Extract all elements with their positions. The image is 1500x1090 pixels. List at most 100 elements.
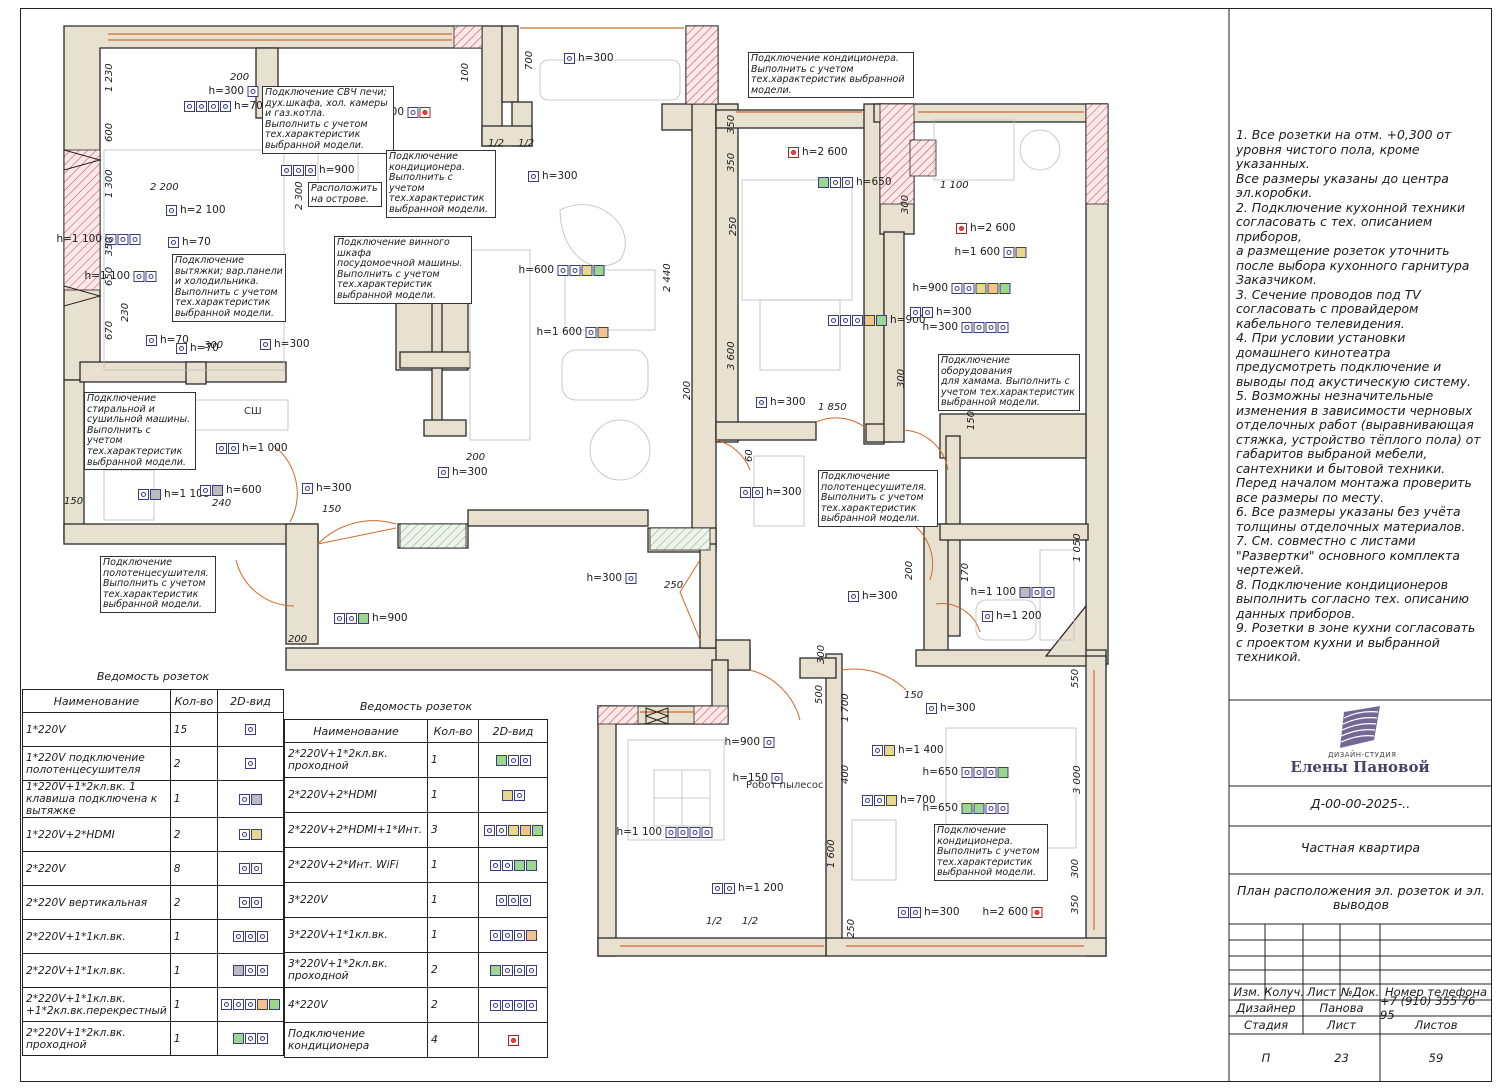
dimension-label: 200 — [230, 72, 250, 83]
socket-symbol-icon — [564, 52, 575, 64]
height-label: h=650 — [922, 802, 959, 814]
height-label: h=900 — [372, 612, 408, 624]
socket-cell-icon — [564, 52, 575, 64]
socket-cell-icon — [221, 999, 232, 1010]
height-label: h=700 — [900, 794, 936, 806]
legend-qty: 8 — [169, 851, 219, 886]
dimension-label: 150 — [64, 496, 84, 507]
legend-2d-view — [478, 812, 548, 848]
note-line: 1. Все розетки на отм. +0,300 от уровня … — [1236, 127, 1452, 171]
socket-cell-icon — [239, 863, 250, 874]
socket-cell-icon — [501, 859, 513, 871]
socket-symbol-icon — [872, 744, 895, 756]
socket-cell-icon — [501, 999, 513, 1011]
legend-qty: 1 — [427, 742, 479, 778]
socket-symbol-icon — [961, 321, 1008, 333]
socket-symbol-icon — [763, 736, 774, 748]
height-label: h=300 — [862, 590, 898, 602]
legend-header: 2D-вид — [478, 719, 548, 743]
socket-cell-icon — [513, 859, 525, 871]
callout-line: тех.характеристик — [389, 193, 485, 205]
socket-cell-icon — [922, 306, 933, 318]
phone-number: +7 (910) 355 76 95 — [1380, 994, 1476, 1022]
callout-box: Подключение кондиционера.Выполнить с уче… — [748, 52, 914, 99]
socket-group: h=1 100 — [616, 826, 712, 838]
height-label: h=600 — [226, 484, 262, 496]
height-label: h=300 — [452, 466, 488, 478]
socket-symbol-icon — [239, 863, 262, 874]
dimension-label: 1 850 — [818, 402, 847, 413]
callout-line: выбранной модели. — [389, 203, 488, 215]
socket-symbol-icon — [1019, 586, 1054, 598]
socket-cell-icon — [999, 282, 1010, 294]
socket-group: h=1 400 — [872, 744, 944, 756]
socket-symbol-icon — [239, 793, 262, 805]
studio-logo: ДИЗАЙН-СТУДИЯ Елены Пановой — [1232, 700, 1488, 782]
legend-2d-view — [217, 780, 284, 818]
designer-label: Дизайнер — [1236, 1001, 1296, 1015]
callout-line: тех.характеристик — [937, 856, 1033, 868]
socket-cell-icon — [257, 965, 268, 976]
socket-cell-icon — [973, 766, 984, 778]
socket-symbol-icon — [961, 766, 1008, 778]
socket-cell-icon — [771, 772, 782, 784]
legend-2d-view — [478, 1022, 548, 1058]
socket-cell-icon — [251, 897, 262, 908]
socket-symbol-icon — [771, 772, 782, 784]
legend-qty: 1 — [427, 777, 479, 813]
socket-cell-icon — [818, 176, 829, 188]
socket-group: h=1 100 — [138, 488, 210, 500]
socket-group: h=1 600 — [536, 326, 608, 338]
socket-cell-icon — [712, 882, 723, 894]
socket-cell-icon — [117, 233, 128, 245]
height-label: h=1 200 — [996, 610, 1042, 622]
project-name: Частная квартира — [1300, 840, 1421, 855]
callout-line: тех.характеристик — [265, 129, 361, 141]
socket-symbol-icon — [184, 100, 231, 112]
legend-caption: Ведомость розеток — [96, 669, 210, 683]
callout-line: Подключение — [389, 151, 459, 162]
socket-cell-icon — [830, 176, 841, 188]
socket-cell-icon — [519, 754, 531, 766]
socket-cell-icon — [150, 488, 161, 500]
socket-cell-icon — [1043, 586, 1054, 598]
socket-cell-icon — [852, 314, 863, 326]
height-label: h=300 — [578, 52, 614, 64]
socket-symbol-icon — [200, 484, 223, 496]
legend-qty: 2 — [169, 746, 219, 781]
callout-line: Выполнить с учетом — [265, 118, 368, 130]
socket-cell-icon — [105, 233, 116, 245]
note-line: а размещение розеток уточнить после выбо… — [1236, 243, 1470, 287]
socket-cell-icon — [677, 826, 688, 838]
general-notes: 1. Все розетки на отм. +0,300 от уровня … — [1236, 127, 1481, 665]
height-label: h=1 400 — [898, 744, 944, 756]
legend-name: 2*220V+1*1кл.вк. — [22, 919, 171, 954]
socket-symbol-icon — [146, 334, 157, 346]
legend-qty: 15 — [169, 712, 219, 747]
socket-cell-icon — [973, 802, 984, 814]
socket-group: h=1 100 — [84, 270, 156, 282]
legend-qty: 2 — [169, 885, 219, 920]
legend-row: 2*220V+1*1кл.вк.1 — [22, 953, 284, 988]
height-label: h=2 600 — [970, 222, 1016, 234]
legend-2d-view — [217, 1021, 284, 1056]
callout-line: тех.характеристик — [87, 445, 183, 457]
socket-cell-icon — [569, 264, 580, 276]
socket-cell-icon — [239, 829, 250, 840]
socket-cell-icon — [302, 482, 313, 494]
callout-line: выбранной модели. — [821, 513, 920, 525]
dimension-label: 1/2 — [518, 138, 535, 149]
socket-cell-icon — [247, 85, 258, 97]
callout-line: выбранной модели. — [175, 307, 274, 319]
legend-name: 2*220V+2*HDMI+1*Инт. — [284, 812, 428, 848]
note-line: 9. Розетки в зоне кухни согласовать с пр… — [1236, 620, 1476, 664]
socket-symbol-icon — [168, 236, 179, 248]
socket-group: h=1 200 — [982, 610, 1042, 622]
callout-line: Выполнить с учетом — [337, 268, 440, 280]
